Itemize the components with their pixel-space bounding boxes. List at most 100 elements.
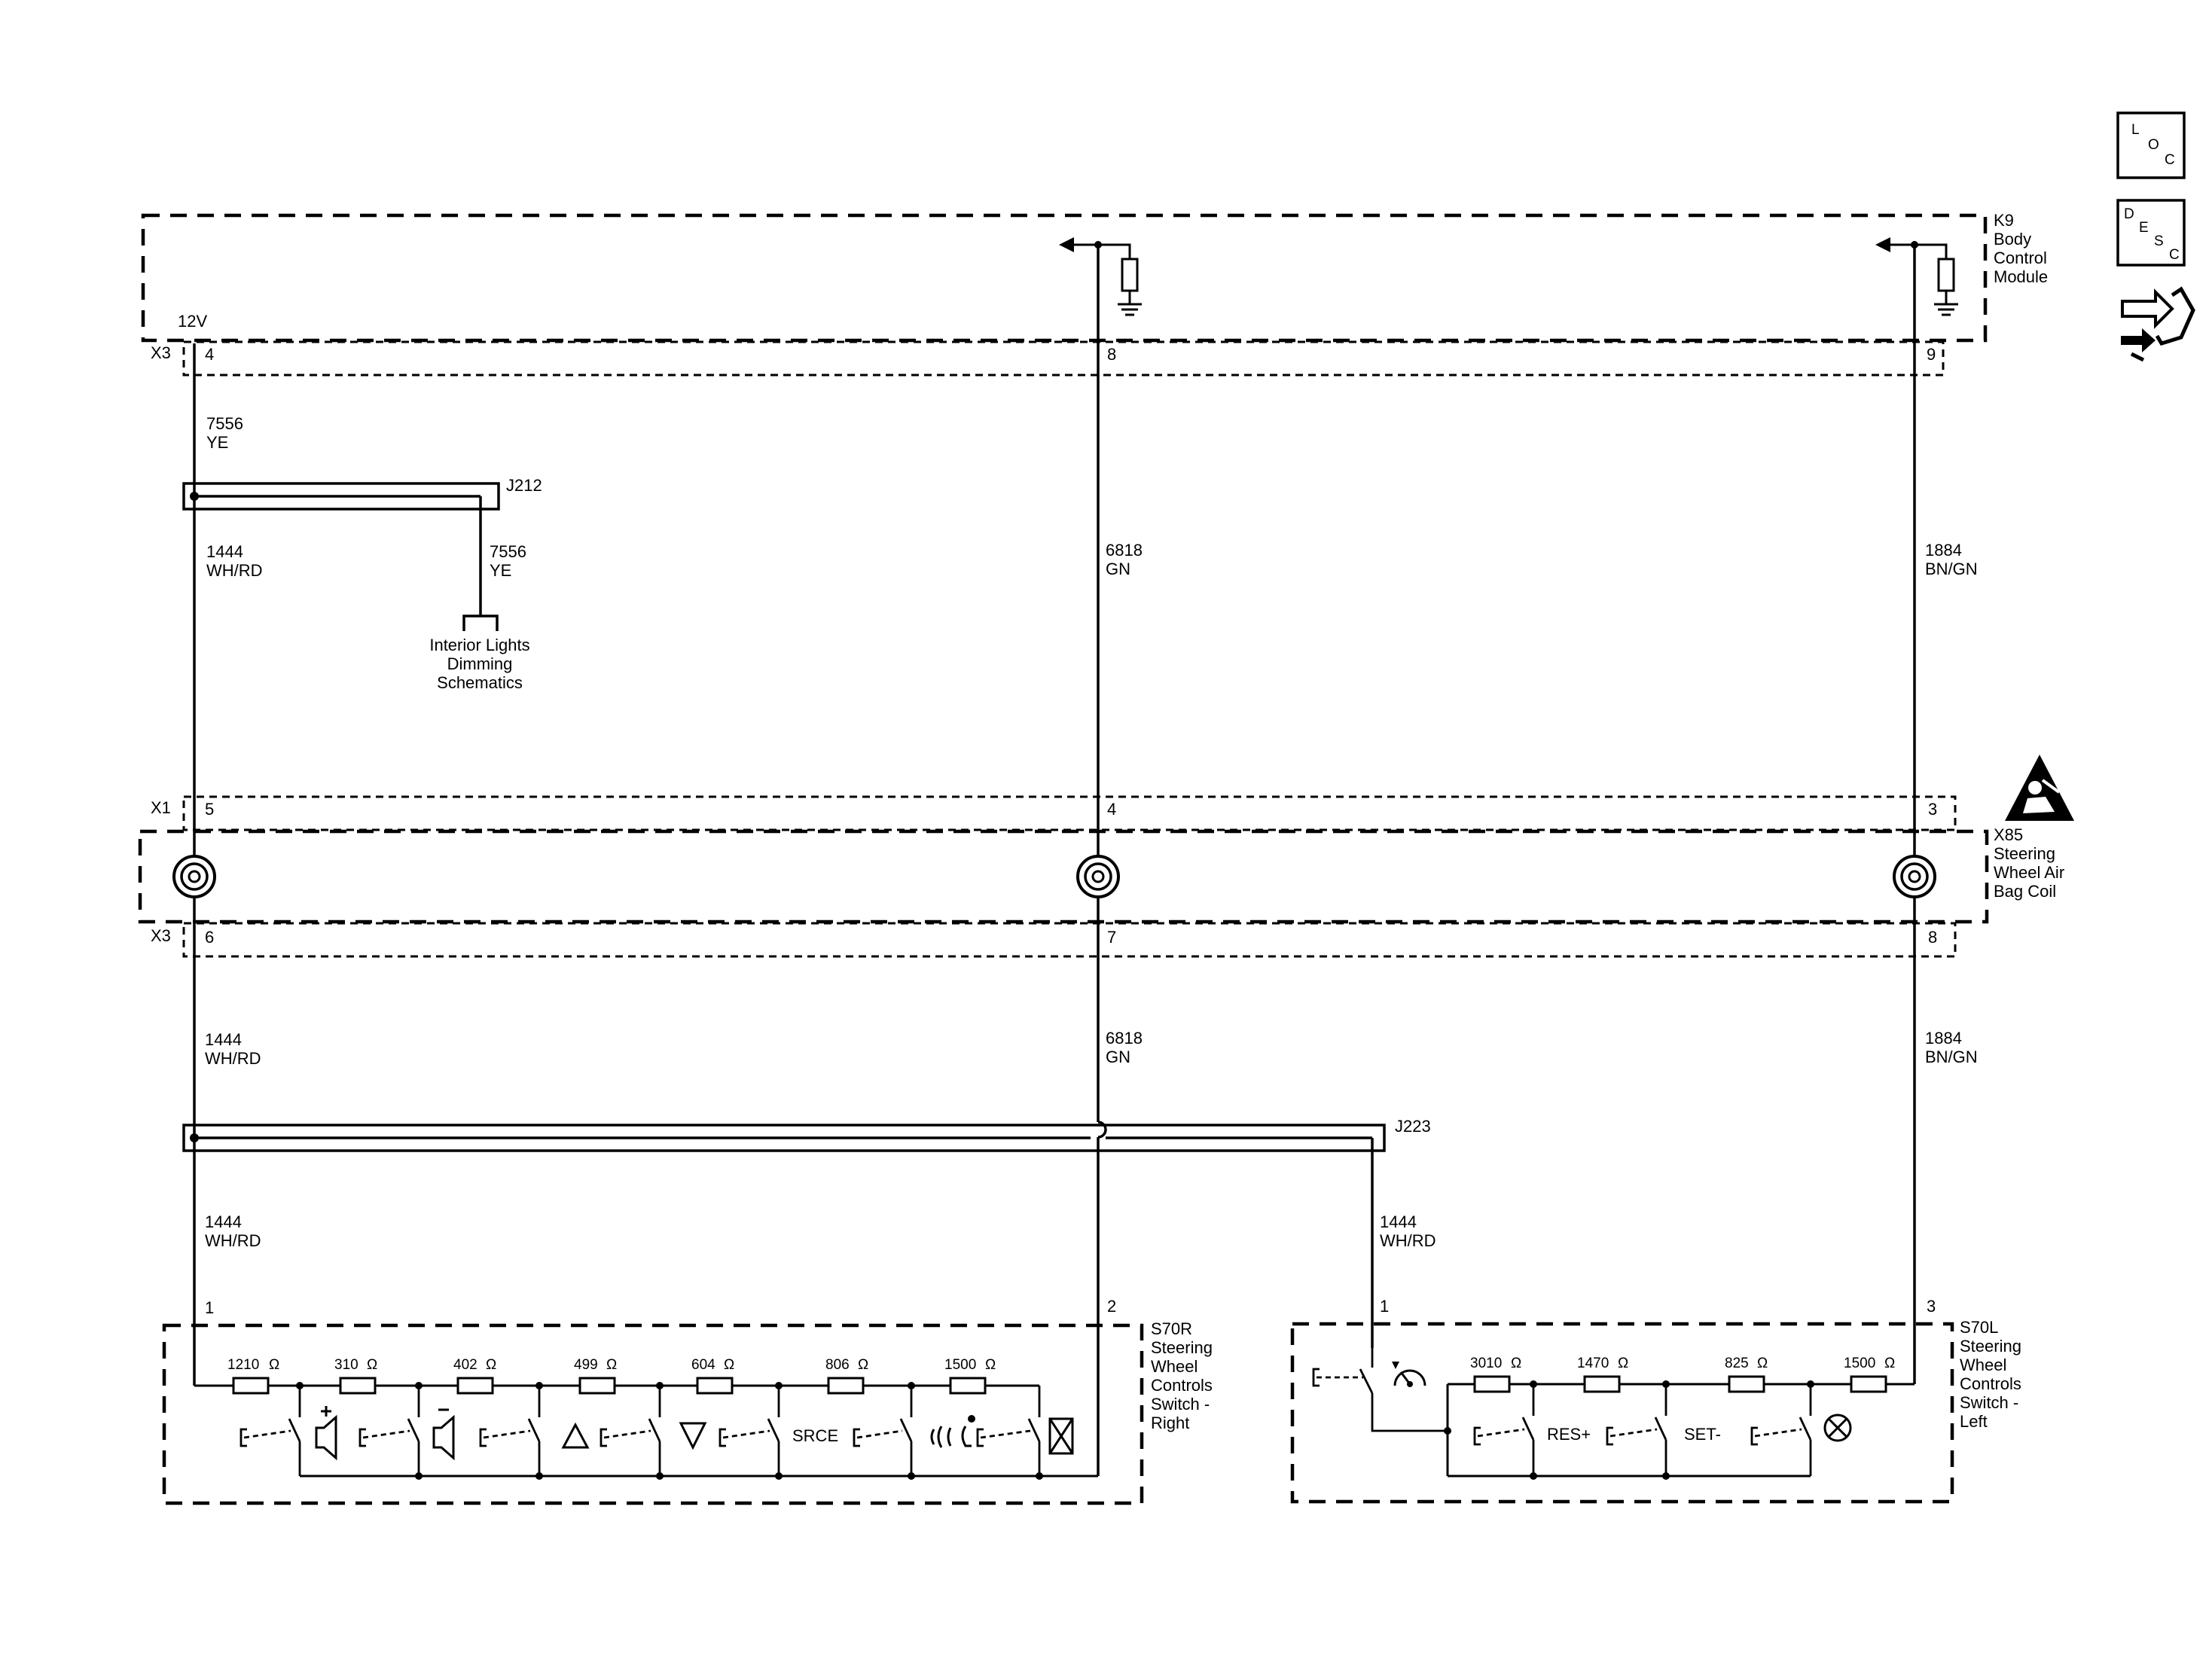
interior-lights-ref-line-3[interactable]: Schematics — [437, 673, 523, 692]
s70l-resistor-825: 825 — [1725, 1356, 1749, 1371]
x85-x1-connector — [182, 795, 1957, 831]
ohm-icon: Ω — [367, 1357, 377, 1373]
s70r-resistor-values: 1210 Ω 310 Ω 402 Ω 499 Ω 604 Ω 806 Ω 150… — [227, 1357, 996, 1373]
k9-title-line-3: Module — [1994, 267, 2048, 286]
mute-speaker-icon — [1048, 1417, 1074, 1455]
s70r-pin-2: 2 — [1107, 1297, 1116, 1316]
ohm-icon: Ω — [1884, 1356, 1895, 1371]
s70r-name: S70R — [1151, 1319, 1192, 1338]
seek-down-triangle-icon — [679, 1422, 707, 1450]
main-wires — [193, 245, 1916, 1476]
x85-steering-wheel-air-bag-coil: X1 5 4 3 X3 6 7 8 X85 Steering Wheel Air… — [138, 755, 2074, 958]
s70r-title-line-4: Switch - — [1151, 1395, 1210, 1414]
desc-letter-4: C — [2169, 247, 2180, 263]
k9-name: K9 — [1994, 211, 2014, 230]
wire-7556-branch-color: YE — [490, 561, 511, 580]
x85-pin-5: 5 — [205, 800, 214, 819]
x85-x3-connector — [182, 922, 1957, 958]
wire-1444-left-switch-circuit: 1444 — [1380, 1212, 1417, 1231]
loc-icon[interactable]: L O C — [2116, 111, 2186, 179]
wire-1444-mid-color: WH/RD — [205, 1049, 261, 1068]
s70l-resistor-values: 3010 Ω 1470 Ω 825 Ω 1500 Ω — [1470, 1356, 1895, 1371]
x85-pin-6: 6 — [205, 928, 214, 947]
volume-down-icon — [432, 1408, 455, 1461]
wire-1444-lower-color: WH/RD — [205, 1231, 261, 1250]
s70r-title-line-1: Steering — [1151, 1338, 1213, 1357]
desc-letter-1: D — [2124, 206, 2134, 222]
s70l-resistor-1470: 1470 — [1577, 1356, 1609, 1371]
k9-title-line-1: Body — [1994, 230, 2031, 249]
ohm-icon: Ω — [858, 1357, 868, 1373]
ohm-icon: Ω — [985, 1357, 996, 1373]
s70l-resistor-3010: 3010 — [1470, 1356, 1502, 1371]
k9-connector-label: X3 — [151, 343, 171, 362]
ohm-icon: Ω — [1757, 1356, 1768, 1371]
loc-letter-2: O — [2148, 137, 2159, 153]
x85-pin-7: 7 — [1107, 928, 1116, 947]
ohm-icon: Ω — [1618, 1356, 1628, 1371]
seek-up-triangle-icon — [561, 1422, 590, 1449]
s70r-pin-1: 1 — [205, 1298, 214, 1317]
s70r-resistor-499: 499 — [574, 1357, 598, 1373]
k9-internal-input-9 — [1875, 237, 1958, 316]
s70r-switch-contacts — [240, 1386, 1041, 1476]
connector-view-icon[interactable] — [2121, 286, 2195, 362]
splice-j212: J212 Interior Lights Dimming Schematics — [182, 476, 542, 692]
airbag-warning-icon[interactable] — [2005, 755, 2074, 821]
ohm-icon: Ω — [269, 1357, 279, 1373]
x85-pin-4: 4 — [1107, 800, 1116, 819]
s70l-title-line-2: Wheel — [1960, 1356, 2006, 1374]
splice-j223: J223 — [182, 1117, 1431, 1348]
s70l-set-minus-label: SET- — [1684, 1425, 1721, 1444]
s70r-srce-label: SRCE — [792, 1426, 838, 1445]
k9-title-line-2: Control — [1994, 249, 2047, 267]
k9-pin-4: 4 — [205, 345, 214, 364]
voice-recognition-icon — [930, 1415, 975, 1448]
desc-icon[interactable]: D E S C — [2116, 199, 2186, 267]
wire-1884-upper-color: BN/GN — [1925, 560, 1978, 578]
interior-lights-ref-line-2[interactable]: Dimming — [447, 654, 513, 673]
desc-letter-3: S — [2154, 233, 2164, 249]
interior-lights-ref-line-1[interactable]: Interior Lights — [429, 636, 529, 654]
s70r-resistor-1210: 1210 — [227, 1357, 259, 1373]
s70r-switch-right: 1 2 S70R Steering Wheel Controls Switch … — [162, 1297, 1213, 1505]
wire-1444-left-switch-color: WH/RD — [1380, 1231, 1436, 1250]
s70r-title-line-5: Right — [1151, 1414, 1189, 1432]
loc-letter-1: L — [2131, 122, 2140, 138]
wire-7556-circuit: 7556 — [206, 414, 243, 433]
s70r-title-line-3: Controls — [1151, 1376, 1213, 1395]
clockspring-coil-icon — [172, 855, 216, 898]
wire-1444-mid-circuit: 1444 — [205, 1030, 242, 1049]
x85-pin-8: 8 — [1928, 928, 1937, 947]
s70l-name: S70L — [1960, 1318, 1998, 1337]
wire-7556-color: YE — [206, 433, 228, 452]
s70l-pin-1: 1 — [1380, 1297, 1389, 1316]
x85-title-line-1: Steering — [1994, 844, 2055, 863]
wire-1444-lower-circuit: 1444 — [205, 1212, 242, 1231]
s70l-title-line-3: Controls — [1960, 1374, 2021, 1393]
ohm-icon: Ω — [724, 1357, 734, 1373]
splice-j223-label: J223 — [1395, 1117, 1431, 1136]
wire-1444-upper-circuit: 1444 — [206, 542, 243, 561]
s70l-switch-left: 1 3 S70L Steering Wheel Controls Switch … — [1290, 1297, 2021, 1504]
s70l-title-line-5: Left — [1960, 1412, 1988, 1431]
clockspring-coil-icon — [1893, 855, 1936, 898]
wire-1884-mid-color: BN/GN — [1925, 1048, 1978, 1066]
s70l-res-plus-label: RES+ — [1547, 1425, 1591, 1444]
x85-connector-bottom-label: X3 — [151, 926, 171, 945]
x85-connector-top-label: X1 — [151, 798, 171, 817]
volume-up-icon — [315, 1406, 337, 1461]
s70r-resistor-1500: 1500 — [944, 1357, 976, 1373]
clockspring-coil-icon — [1076, 855, 1120, 898]
x85-name: X85 — [1994, 825, 2023, 844]
loc-letter-3: C — [2165, 152, 2175, 168]
s70r-resistor-806: 806 — [825, 1357, 850, 1373]
k9-pin-9: 9 — [1927, 345, 1936, 364]
wire-1884-mid-circuit: 1884 — [1925, 1029, 1962, 1048]
wire-7556-branch-circuit: 7556 — [490, 542, 526, 561]
s70l-switch-contacts — [1473, 1384, 1812, 1476]
wire-6818-upper-circuit: 6818 — [1106, 541, 1143, 560]
wire-1884-upper-circuit: 1884 — [1925, 541, 1962, 560]
s70l-pin-3: 3 — [1927, 1297, 1936, 1316]
